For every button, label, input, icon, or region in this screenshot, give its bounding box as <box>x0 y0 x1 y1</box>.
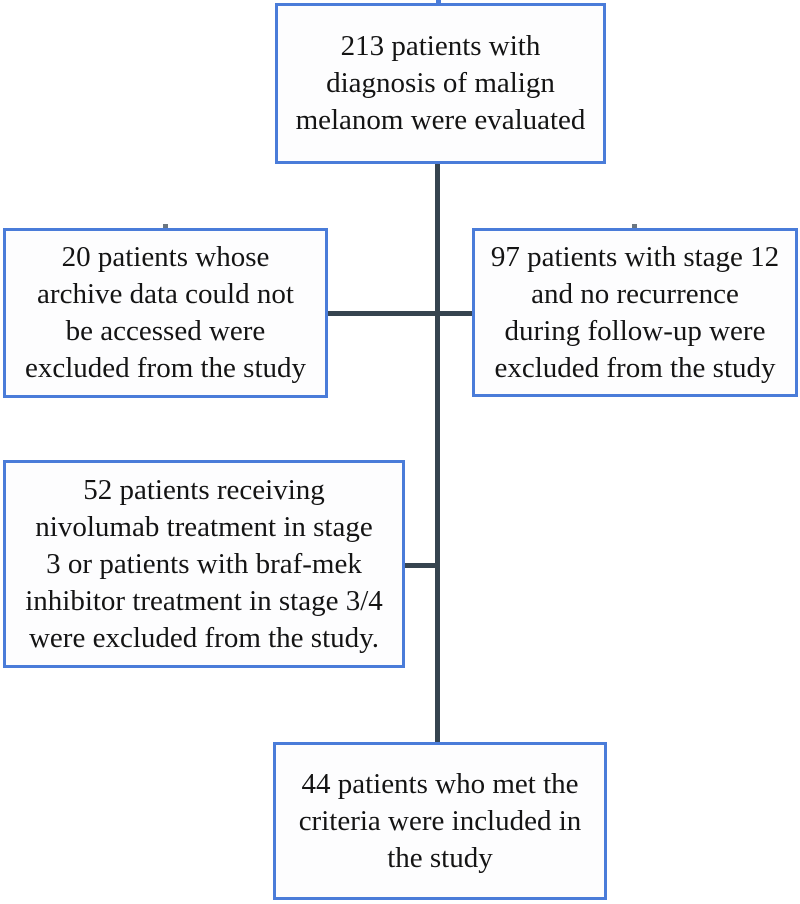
flowchart-box-excluded-archive-text: 20 patients whose archive data could not… <box>24 241 307 384</box>
flowchart-box-included: 44 patients who met the criteria were in… <box>273 742 607 900</box>
connector-main-vertical <box>435 164 440 742</box>
flowchart-box-excluded-stage12: 97 patients with stage 12 and no recurre… <box>472 228 798 397</box>
flowchart-box-excluded-treatment-text: 52 patients receiving nivolumab treatmen… <box>25 473 383 654</box>
flowchart-box-excluded-treatment: 52 patients receiving nivolumab treatmen… <box>3 460 405 668</box>
flowchart-box-excluded-archive: 20 patients whose archive data could not… <box>3 228 328 398</box>
connector-top-stub <box>436 0 441 4</box>
connector-side-horizontal <box>328 311 472 316</box>
connector-middle-stub <box>405 563 440 568</box>
flowchart-box-excluded-stage12-text: 97 patients with stage 12 and no recurre… <box>490 240 780 384</box>
flowchart-box-evaluated: 213 patients with diagnosis of malign me… <box>275 3 606 164</box>
flowchart-box-evaluated-text: 213 patients with diagnosis of malign me… <box>295 30 586 136</box>
flowchart-box-included-text: 44 patients who met the criteria were in… <box>298 767 582 874</box>
anchor-tick-left-box <box>163 224 168 228</box>
anchor-tick-right-box <box>632 224 637 228</box>
